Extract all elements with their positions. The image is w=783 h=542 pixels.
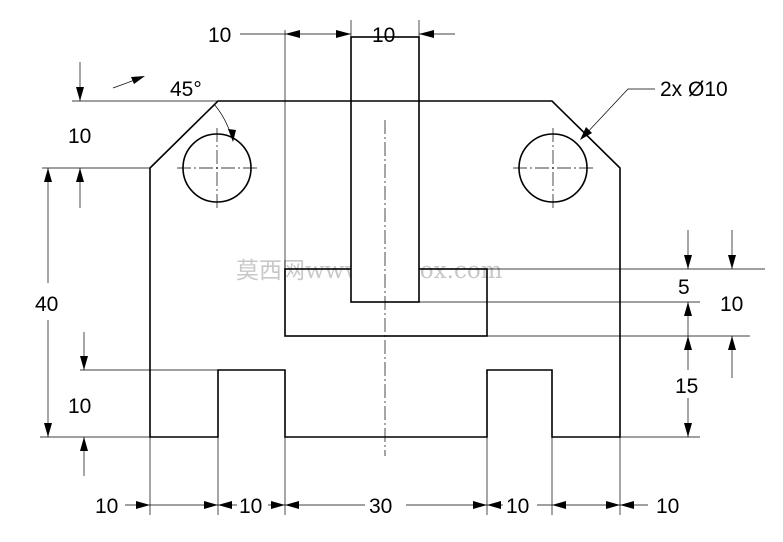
dim-right-5: 5 [678, 276, 690, 299]
arrow-b3-left [285, 501, 299, 509]
dim-bottom-2: 10 [239, 495, 262, 518]
arrow-top-left-a [285, 30, 300, 38]
arrow-chamfer-b [76, 168, 84, 182]
arrow-15-b [684, 423, 692, 437]
arrow-b6 [620, 501, 634, 509]
arrow-top-right [419, 30, 434, 38]
arrow-chamfer-a [76, 87, 84, 101]
arrow-b2-right [204, 501, 218, 509]
arrow-b5-left [552, 501, 566, 509]
angle-arrow [131, 76, 145, 84]
arrow-10r-b [728, 336, 736, 350]
dim-bottom-4: 10 [506, 495, 529, 518]
hole-leader [583, 88, 655, 137]
dim-left-height: 40 [35, 293, 58, 316]
arrow-15-a [684, 336, 692, 350]
angle-arc-arrow [228, 129, 236, 142]
arrow-b3-right [271, 501, 285, 509]
dim-chamfer-angle: 45° [170, 78, 202, 101]
dim-bottom-5: 10 [656, 495, 679, 518]
part-outline [149, 100, 621, 438]
arrow-5-b [684, 302, 692, 316]
dim-bottom-1: 10 [95, 495, 118, 518]
hole-leader-arrow [580, 127, 592, 140]
arrow-b1 [136, 501, 150, 509]
dim-left-bottom: 10 [68, 395, 91, 418]
dim-right-15: 15 [675, 375, 698, 398]
arrow-left10-a [80, 356, 88, 370]
arrow-b5-right [606, 501, 620, 509]
dim-top-right: 10 [372, 24, 395, 47]
arrow-b4-right [473, 501, 487, 509]
dim-chamfer-height: 10 [68, 125, 91, 148]
dim-bottom-3: 30 [369, 495, 392, 518]
dim-top-left: 10 [208, 24, 231, 47]
dim-hole-callout: 2x Ø10 [660, 78, 728, 101]
arrow-10r-a [728, 255, 736, 269]
arrow-40-a [44, 168, 52, 182]
arrow-5-a [684, 255, 692, 269]
arrow-left10-b [80, 437, 88, 451]
dim-right-10: 10 [720, 293, 743, 316]
arrow-40-b [44, 423, 52, 437]
arrow-top-left-b [336, 30, 351, 38]
arrow-b4-left [487, 501, 501, 509]
